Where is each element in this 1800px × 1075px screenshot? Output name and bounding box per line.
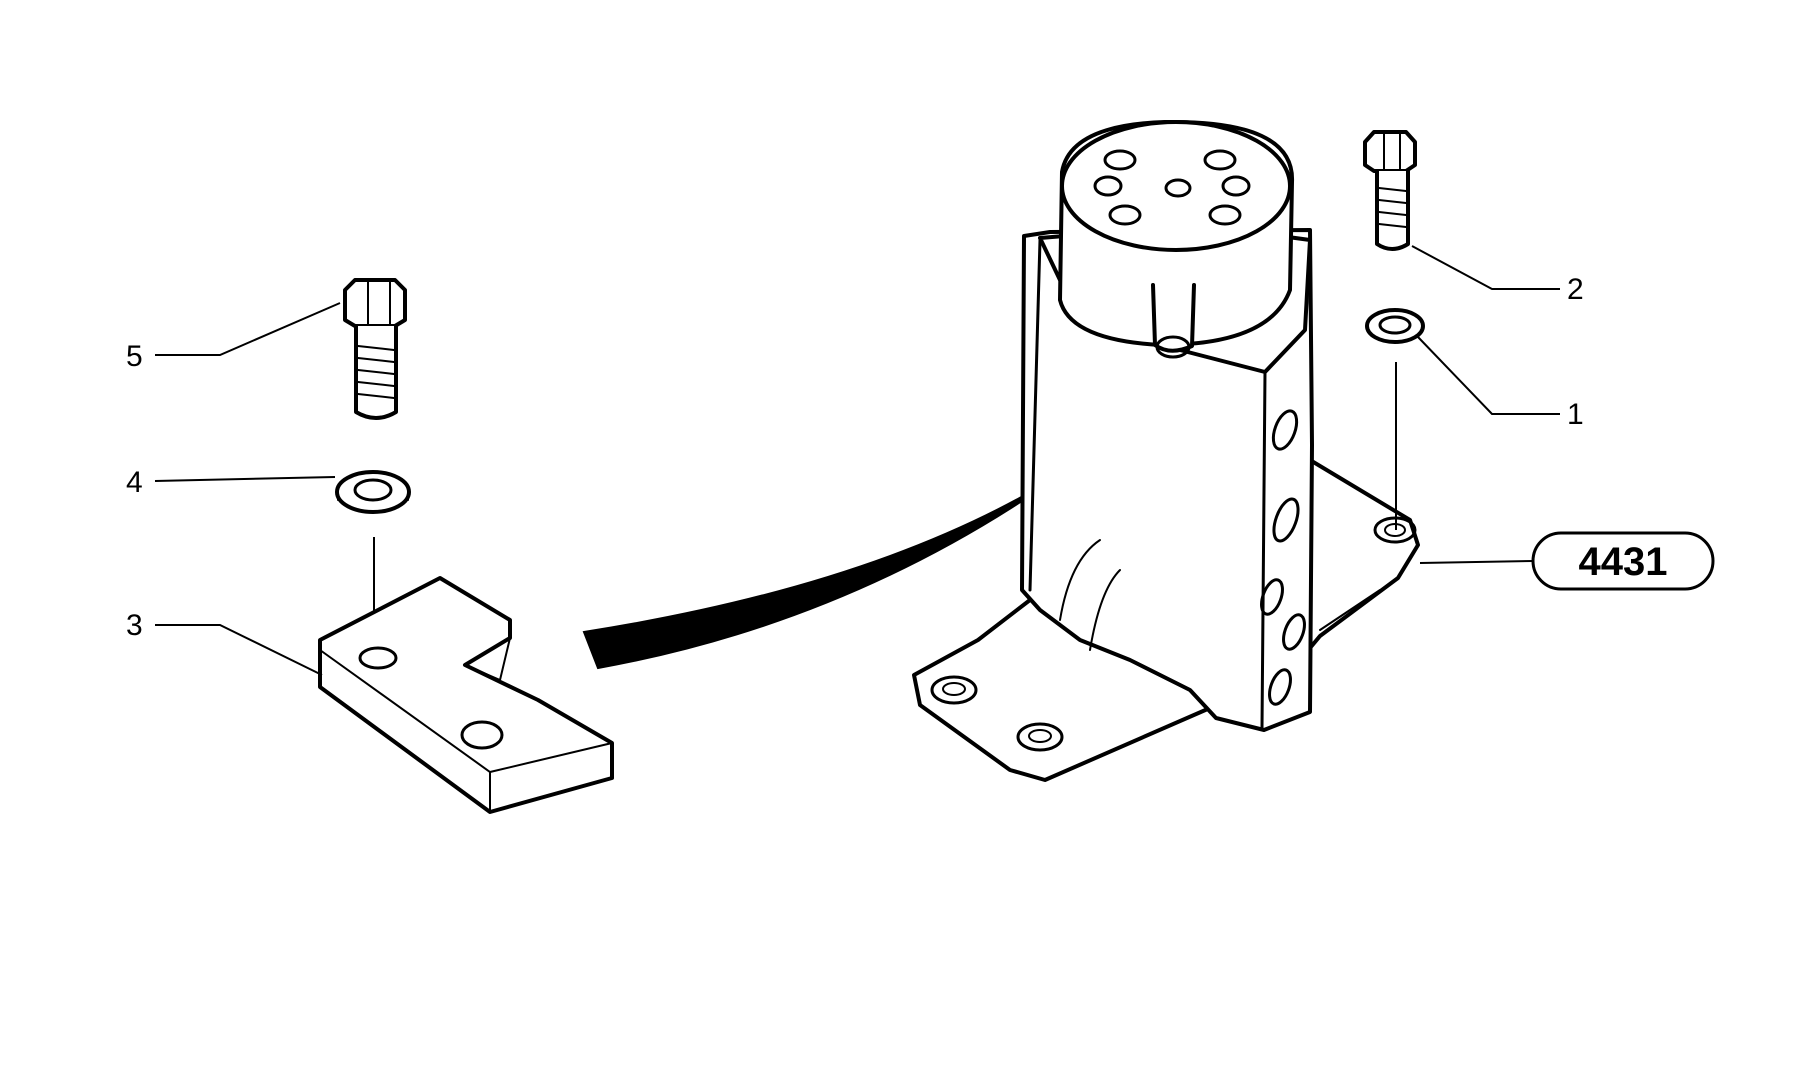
callout-4: 4 xyxy=(126,466,143,499)
reference-label: 4431 xyxy=(1579,540,1668,584)
leader-line-3 xyxy=(155,624,323,676)
reference-badge[interactable]: 4431 xyxy=(1531,531,1715,591)
callout-2: 2 xyxy=(1567,273,1584,306)
bolt-large[interactable] xyxy=(343,278,407,420)
plate[interactable] xyxy=(318,576,614,814)
leader-line-4 xyxy=(154,476,336,482)
callout-3: 3 xyxy=(126,609,143,642)
washer-large[interactable] xyxy=(335,470,411,514)
leader-line-5 xyxy=(155,302,341,356)
washer-small[interactable] xyxy=(1365,308,1425,344)
callout-1: 1 xyxy=(1567,398,1584,431)
leader-line-ref xyxy=(1419,560,1534,564)
leader-line-2 xyxy=(1411,245,1560,290)
housing-body[interactable] xyxy=(912,119,1420,782)
leader-line-1 xyxy=(1417,336,1560,415)
bolt-small[interactable] xyxy=(1363,130,1417,251)
callout-5: 5 xyxy=(126,340,143,373)
